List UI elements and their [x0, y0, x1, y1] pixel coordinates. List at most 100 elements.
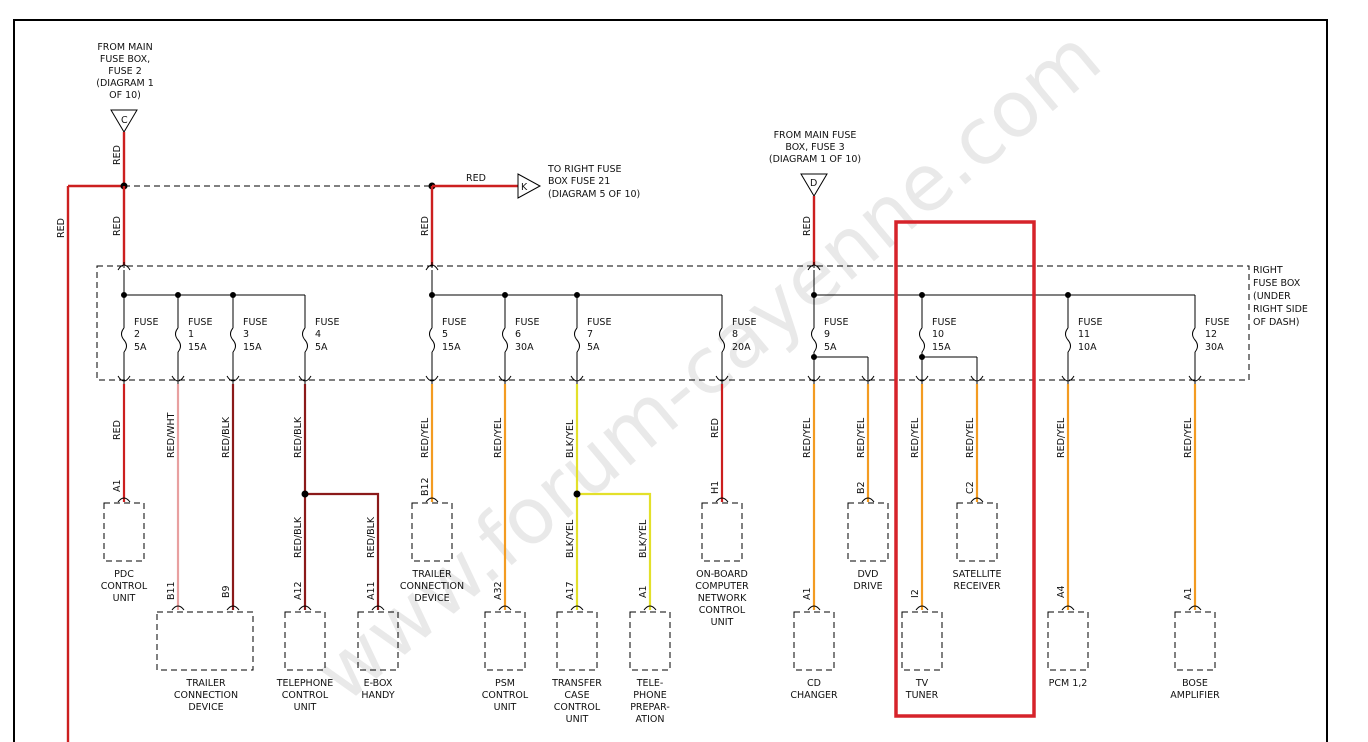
svg-text:A32: A32	[493, 581, 504, 600]
fuse-word-label: FUSE	[243, 317, 267, 328]
fuse-layer: FUSE25AFUSE115AFUSE315AFUSE45AFUSE515AFU…	[121, 295, 1229, 376]
fuse-num-label: 3	[243, 329, 249, 340]
svg-text:DEVICE: DEVICE	[188, 702, 223, 713]
fuse-word-label: FUSE	[515, 317, 539, 328]
svg-text:B12: B12	[420, 477, 431, 496]
terminal-bottom-icon	[425, 375, 439, 384]
fuse-num-label: 11	[1078, 329, 1090, 340]
svg-text:A11: A11	[366, 581, 377, 600]
fuse-amp-label: 15A	[188, 342, 207, 353]
component-tv-tuner: TV TUNER	[905, 678, 939, 701]
svg-text:RED/YEL: RED/YEL	[420, 417, 431, 458]
svg-text:RED/BLK: RED/BLK	[293, 516, 304, 558]
fuse-amp-label: 5A	[315, 342, 328, 353]
wire-label-red: RED	[466, 173, 486, 184]
terminal-bottom-icon	[117, 375, 131, 384]
svg-text:RED/YEL: RED/YEL	[1056, 417, 1067, 458]
fuse-word-label: FUSE	[442, 317, 466, 328]
fuse-amp-label: 15A	[243, 342, 262, 353]
svg-text:TRAILER: TRAILER	[411, 569, 452, 580]
svg-text:UNIT: UNIT	[711, 617, 734, 628]
component-telephone-preparation: TELE- PHONE PREPAR- ATION	[630, 678, 670, 725]
fuse-icon	[811, 327, 817, 353]
svg-text:A4: A4	[1056, 585, 1067, 598]
svg-text:RED/BLK: RED/BLK	[221, 416, 232, 458]
svg-text:E-BOX: E-BOX	[364, 678, 393, 689]
svg-text:TELEPHONE: TELEPHONE	[276, 678, 334, 689]
terminal-bottom-icon	[226, 375, 240, 384]
fuse-amp-label: 10A	[1078, 342, 1097, 353]
fuse-icon	[502, 327, 508, 353]
fuse-num-label: 6	[515, 329, 521, 340]
component-pdc: PDC CONTROL UNIT	[101, 569, 148, 604]
svg-text:PDC: PDC	[114, 569, 134, 580]
component-trailer-upper: TRAILER CONNECTION DEVICE	[400, 569, 464, 604]
fuse-amp-label: 30A	[1205, 342, 1224, 353]
fuse-icon	[919, 327, 925, 353]
component-cd-changer: CD CHANGER	[790, 678, 838, 701]
svg-text:UNIT: UNIT	[494, 702, 517, 713]
fuse-icon	[429, 327, 435, 353]
fuse-icon	[574, 327, 580, 353]
svg-text:RIGHT SIDE: RIGHT SIDE	[1253, 304, 1308, 315]
svg-text:A1: A1	[638, 585, 649, 598]
svg-text:A1: A1	[802, 587, 813, 600]
terminal-bottom-icon	[715, 375, 729, 384]
svg-text:CONTROL: CONTROL	[482, 690, 529, 701]
fuse-num-label: 8	[732, 329, 738, 340]
component-ebox: E-BOX HANDY	[361, 678, 395, 701]
svg-text:A12: A12	[293, 581, 304, 600]
svg-text:RED: RED	[710, 418, 721, 438]
terminal-bottom-icon	[861, 375, 875, 384]
fuse-num-label: 12	[1205, 329, 1217, 340]
fuse-num-label: 9	[824, 329, 830, 340]
svg-text:FROM MAIN FUSE: FROM MAIN FUSE	[774, 130, 857, 141]
svg-text:BLK/YEL: BLK/YEL	[565, 419, 576, 458]
fuse-icon	[1065, 327, 1071, 353]
svg-text:TUNER: TUNER	[905, 690, 939, 701]
fuse-icon	[302, 327, 308, 353]
fuse-amp-label: 15A	[932, 342, 951, 353]
source-main-fuse-3: FROM MAIN FUSE BOX, FUSE 3 (DIAGRAM 1 OF…	[769, 130, 861, 165]
svg-text:CONTROL: CONTROL	[554, 702, 601, 713]
svg-text:FUSE BOX,: FUSE BOX,	[100, 54, 150, 65]
svg-text:RED/YEL: RED/YEL	[910, 417, 921, 458]
component-dvd-drive: DVD DRIVE	[853, 569, 882, 592]
fuse-icon	[121, 327, 127, 353]
svg-text:TO RIGHT FUSE: TO RIGHT FUSE	[547, 164, 621, 175]
svg-text:COMPUTER: COMPUTER	[695, 581, 749, 592]
fuse-num-label: 5	[442, 329, 448, 340]
svg-text:RED/YEL: RED/YEL	[493, 417, 504, 458]
component-onboard-computer: ON-BOARD COMPUTER NETWORK CONTROL UNIT	[695, 569, 749, 628]
wire-label-red: RED	[802, 216, 813, 236]
terminal-bottom-icon	[498, 375, 512, 384]
svg-text:DEVICE: DEVICE	[414, 593, 449, 604]
terminal-bottom-icon	[171, 375, 185, 384]
svg-text:BOSE: BOSE	[1182, 678, 1208, 689]
component-satellite-receiver: SATELLITE RECEIVER	[953, 569, 1002, 592]
svg-text:I2: I2	[910, 589, 921, 598]
svg-text:B9: B9	[221, 585, 232, 598]
fuse-icon	[175, 327, 181, 353]
fuse-num-label: 4	[315, 329, 321, 340]
svg-text:CD: CD	[807, 678, 821, 689]
svg-text:RED/YEL: RED/YEL	[802, 417, 813, 458]
svg-text:CONTROL: CONTROL	[282, 690, 329, 701]
svg-text:PSM: PSM	[495, 678, 515, 689]
component-bose-amplifier: BOSE AMPLIFIER	[1170, 678, 1220, 701]
terminal-bottom-icon	[970, 375, 984, 384]
svg-text:RED/YEL: RED/YEL	[1183, 417, 1194, 458]
component-boxes	[103, 502, 1216, 671]
fuse-num-label: 10	[932, 329, 944, 340]
wire-label-red: RED	[112, 145, 123, 165]
svg-text:PREPAR-: PREPAR-	[630, 702, 670, 713]
svg-text:CONNECTION: CONNECTION	[174, 690, 238, 701]
svg-text:RED/WHT: RED/WHT	[166, 412, 177, 458]
fuse-word-label: FUSE	[732, 317, 756, 328]
svg-text:CONNECTION: CONNECTION	[400, 581, 464, 592]
svg-text:FUSE 2: FUSE 2	[108, 66, 142, 77]
diagram-frame	[13, 19, 1328, 742]
svg-text:BOX FUSE 21: BOX FUSE 21	[548, 176, 610, 187]
